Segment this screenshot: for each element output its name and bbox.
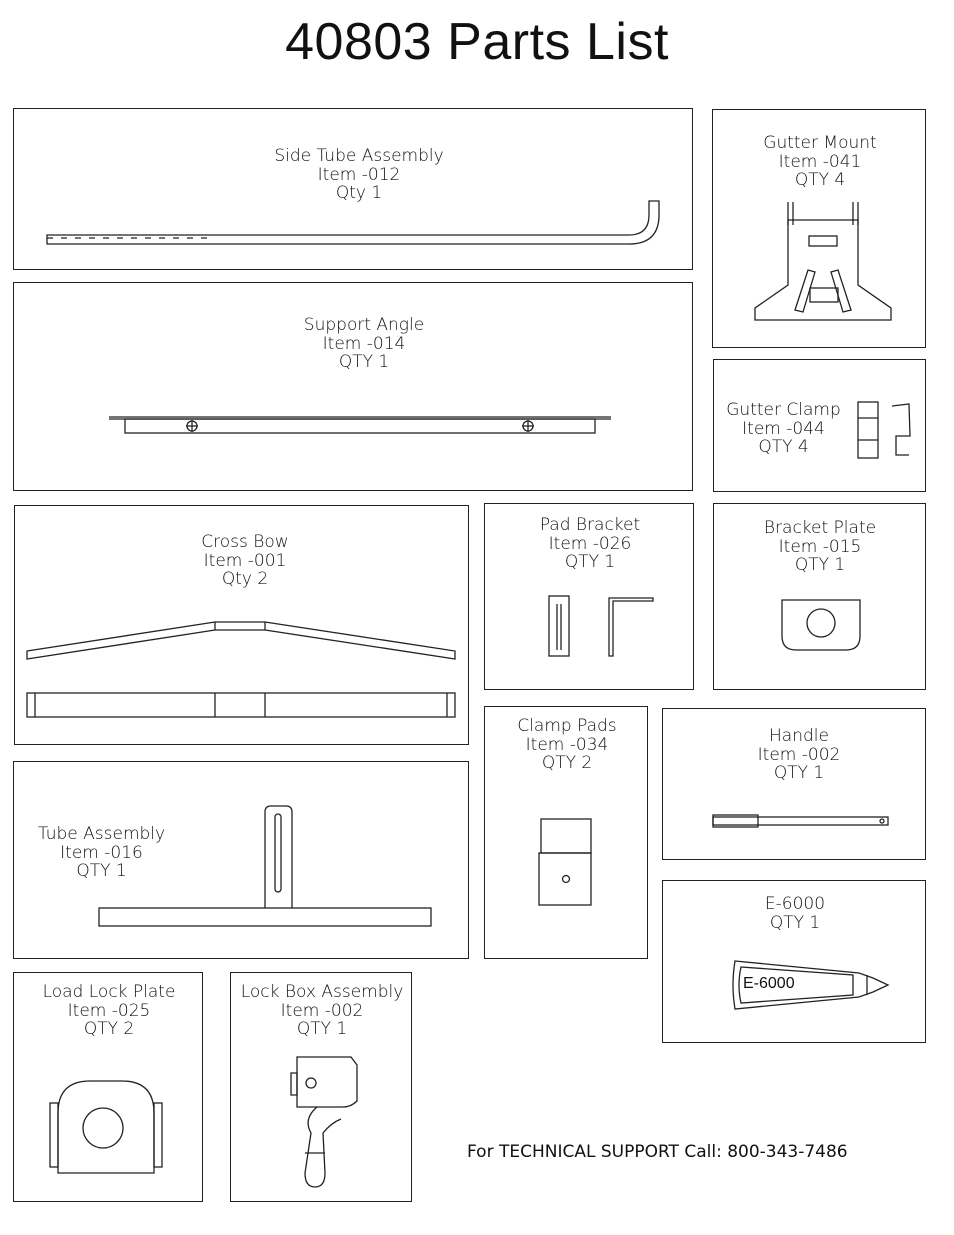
part-item: Item -026 xyxy=(548,533,632,554)
part-box-handle: Handle Item -002 QTY 1 xyxy=(662,708,926,860)
part-name: Side Tube Assembly xyxy=(274,146,444,166)
part-name: Load Lock Plate xyxy=(42,982,176,1002)
e6000-tube-label: E-6000 xyxy=(743,975,795,992)
part-label: Side Tube Assembly Item -012 Qty 1 xyxy=(214,147,504,203)
part-item: Item -044 xyxy=(742,418,825,439)
side-tube-drawing xyxy=(46,200,660,245)
part-label: E-6000 QTY 1 xyxy=(695,895,895,932)
part-name: Tube Assembly xyxy=(37,824,166,844)
tube-assembly-drawing xyxy=(98,805,432,927)
part-label: Clamp Pads Item -034 QTY 2 xyxy=(485,717,649,773)
part-label: Load Lock Plate Item -025 QTY 2 xyxy=(9,983,209,1039)
part-name: Clamp Pads xyxy=(517,716,617,736)
clamp-pads-drawing xyxy=(538,818,592,906)
part-name: Cross Bow xyxy=(201,532,289,552)
part-box-support-angle: Support Angle Item -014 QTY 1 xyxy=(13,282,693,491)
part-qty: QTY 1 xyxy=(564,552,616,572)
part-box-gutter-clamp: Gutter Clamp Item -044 QTY 4 xyxy=(713,359,926,492)
handle-drawing xyxy=(712,814,889,828)
part-qty: QTY 1 xyxy=(338,352,390,372)
page-title: 40803 Parts List xyxy=(285,13,669,71)
cross-bow-drawing xyxy=(26,621,456,718)
part-box-side-tube: Side Tube Assembly Item -012 Qty 1 xyxy=(13,108,693,270)
gutter-clamp-drawing xyxy=(857,401,911,459)
part-qty: QTY 1 xyxy=(769,912,821,933)
pad-bracket-drawing xyxy=(548,595,654,657)
part-qty: QTY 4 xyxy=(794,170,846,190)
part-item: Item -015 xyxy=(778,536,862,557)
e6000-tube-drawing xyxy=(732,960,890,1010)
part-item: Item -034 xyxy=(525,734,609,755)
part-item: Item -025 xyxy=(67,1000,151,1021)
gutter-mount-drawing xyxy=(754,202,892,321)
part-qty: QTY 2 xyxy=(83,1019,135,1039)
part-qty: QTY 1 xyxy=(773,763,825,783)
part-label: Support Angle Item -014 QTY 1 xyxy=(214,316,514,372)
part-name: E-6000 xyxy=(764,894,826,914)
part-label: Bracket Plate Item -015 QTY 1 xyxy=(720,519,920,575)
part-label: Handle Item -002 QTY 1 xyxy=(699,727,899,783)
part-label: Tube Assembly Item -016 QTY 1 xyxy=(24,825,179,881)
part-box-tube-assembly: Tube Assembly Item -016 QTY 1 xyxy=(13,761,469,959)
part-name: Support Angle xyxy=(303,315,425,335)
part-box-bracket-plate: Bracket Plate Item -015 QTY 1 xyxy=(713,503,926,690)
part-name: Bracket Plate xyxy=(763,518,877,538)
part-qty: QTY 1 xyxy=(296,1019,348,1039)
part-label: Gutter Mount Item -041 QTY 4 xyxy=(720,134,920,190)
bracket-plate-drawing xyxy=(781,599,861,651)
part-label: Pad Bracket Item -026 QTY 1 xyxy=(490,516,690,572)
part-qty: QTY 2 xyxy=(541,753,593,773)
part-qty: QTY 4 xyxy=(758,437,809,457)
support-angle-drawing xyxy=(109,416,611,434)
part-box-load-lock-plate: Load Lock Plate Item -025 QTY 2 xyxy=(13,972,203,1202)
part-qty: QTY 1 xyxy=(794,555,846,575)
part-item: Item -041 xyxy=(778,151,862,172)
part-name: Gutter Mount xyxy=(763,133,877,153)
part-name: Gutter Clamp xyxy=(726,400,841,420)
part-item: Item -002 xyxy=(757,744,841,765)
part-qty: Qty 1 xyxy=(335,183,383,203)
part-name: Handle xyxy=(769,726,829,746)
part-label: Gutter Clamp Item -044 QTY 4 xyxy=(716,401,851,457)
part-qty: QTY 1 xyxy=(76,861,127,881)
part-box-gutter-mount: Gutter Mount Item -041 QTY 4 xyxy=(712,109,926,348)
part-name: Pad Bracket xyxy=(539,515,641,535)
part-item: Item -002 xyxy=(280,1000,364,1021)
technical-support-line: For TECHNICAL SUPPORT Call: 800-343-7486 xyxy=(467,1142,848,1162)
part-box-clamp-pads: Clamp Pads Item -034 QTY 2 xyxy=(484,706,648,959)
part-item: Item -001 xyxy=(203,550,287,571)
part-label: Cross Bow Item -001 Qty 2 xyxy=(145,533,345,589)
part-box-lock-box: Lock Box Assembly Item -002 QTY 1 xyxy=(230,972,412,1202)
part-label: Lock Box Assembly Item -002 QTY 1 xyxy=(222,983,422,1039)
load-lock-plate-drawing xyxy=(49,1080,163,1174)
part-item: Item -014 xyxy=(322,333,406,354)
lock-box-drawing xyxy=(290,1056,358,1188)
part-name: Lock Box Assembly xyxy=(240,982,404,1002)
part-box-cross-bow: Cross Bow Item -001 Qty 2 xyxy=(14,505,469,745)
part-item: Item -016 xyxy=(60,842,143,863)
part-qty: Qty 2 xyxy=(221,569,269,589)
part-box-pad-bracket: Pad Bracket Item -026 QTY 1 xyxy=(484,503,694,690)
part-box-e6000: E-6000 QTY 1 E-6000 xyxy=(662,880,926,1043)
part-item: Item -012 xyxy=(317,164,401,185)
